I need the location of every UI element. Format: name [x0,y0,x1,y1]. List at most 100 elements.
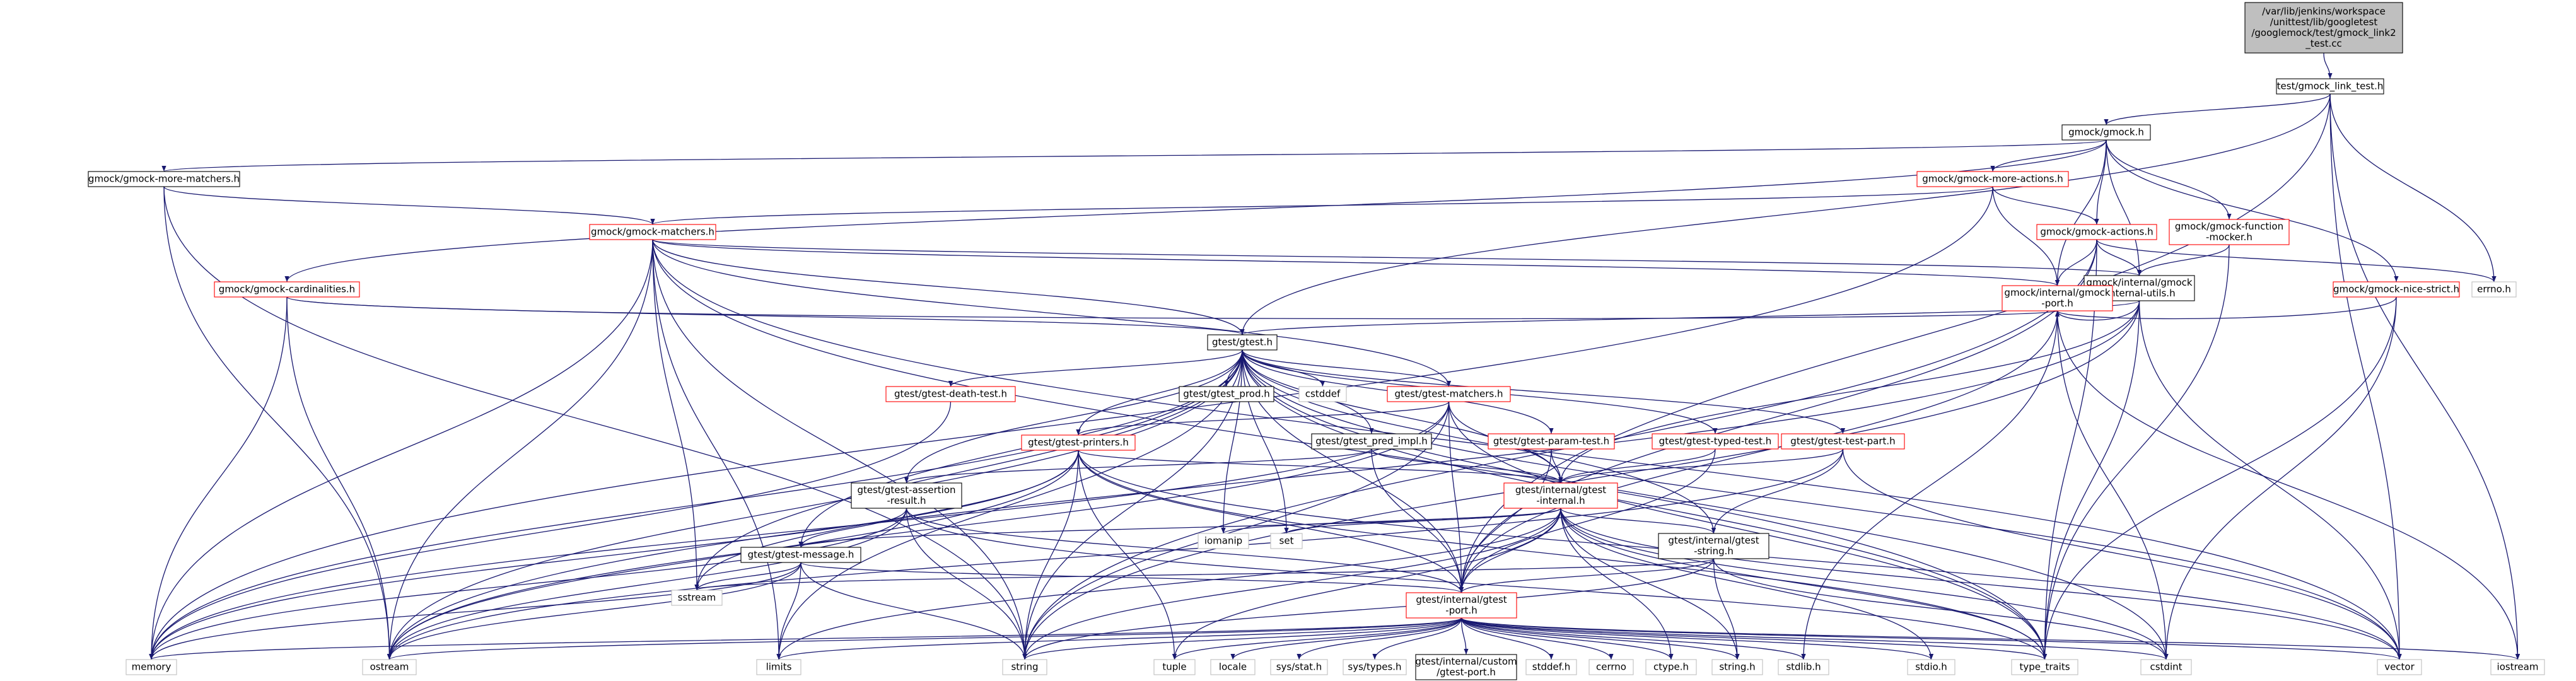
edge-gtest-port-h-to-sys-stat-h [1297,617,1462,660]
edge-gtest-port-h-to-memory [149,617,1462,660]
edge-gmock-matchers-h-to-memory [149,239,653,660]
edge-gmock-internal-utils-h-to-type-traits [2042,300,2140,660]
node-gtest-test-part-h[interactable]: gtest/gtest-test-part.h [1781,433,1905,450]
node-label: -result.h [887,495,926,506]
edge-gmock-cardinalities-h-to-ostream [286,296,392,660]
edge-gtest-port-h-to-stdio-h [1460,617,1933,660]
edge-gtest-printers-h-to-type-traits [1078,450,2048,660]
edge-gtest-message-h-to-sstream [694,562,801,591]
node-label: gtest/gtest-matchers.h [1394,388,1503,400]
node-vector[interactable]: vector [2377,659,2422,675]
node-sstream[interactable]: sstream [671,590,723,606]
node-gtest-custom-port-h[interactable]: gtest/internal/custom/gtest-port.h [1415,654,1517,680]
node-cerrno[interactable]: cerrno [1588,659,1634,675]
node-box [1711,659,1763,675]
node-gmock-actions-h[interactable]: gmock/gmock-actions.h [2036,224,2157,240]
node-cstdint[interactable]: cstdint [2140,659,2192,675]
node-gmock-matchers-h[interactable]: gmock/gmock-matchers.h [589,224,716,240]
node-set[interactable]: set [1270,533,1303,549]
node-cstddef[interactable]: cstddef [1298,386,1347,402]
edge-gtest-h-to-limits [776,349,1243,660]
node-gmock-more-actions-h[interactable]: gmock/gmock-more-actions.h [1916,171,2069,187]
edge-gtest-test-part-h-to-gtest-internal-h [1558,448,1844,484]
node-gtest-message-h[interactable]: gtest/gtest-message.h [740,547,861,563]
node-sys-stat-h[interactable]: sys/stat.h [1270,659,1328,675]
node-gtest-port-h[interactable]: gtest/internal/gtest-port.h [1406,592,1517,619]
node-gmock-internal-utils-h[interactable]: gmock/internal/gmock-internal-utils.h [2084,275,2195,301]
node-gmock-nice-strict-h[interactable]: gmock/gmock-nice-strict.h [2333,281,2460,298]
edge-gtest-assertion-result-h-to-string [906,508,1027,660]
node-box [671,590,723,606]
node-memory[interactable]: memory [125,659,177,675]
node-tuple[interactable]: tuple [1153,659,1196,675]
node-gtest-pred-impl-h[interactable]: gtest/gtest_pred_impl.h [1311,433,1432,450]
edge-gtest-assertion-result-h-to-ostream [387,508,907,660]
node-string[interactable]: string [1002,659,1047,675]
node-stddef-h[interactable]: stddef.h [1525,659,1577,675]
node-ostream[interactable]: ostream [362,659,417,675]
node-gmock-link-test-h[interactable]: test/gmock_link_test.h [2276,78,2384,95]
node-label: gtest/gtest-param-test.h [1493,436,1609,447]
node-limits[interactable]: limits [756,659,801,675]
edge-gtest-printers-h-to-tuple [1078,450,1177,660]
node-box [1021,434,1136,451]
node-box [1270,659,1328,675]
edge-gtest-typed-test-h-to-gtest-port-h [1459,448,1716,593]
edge-gtest-printers-h-to-string [1022,450,1079,660]
node-gtest-internal-h[interactable]: gtest/internal/gtest-internal.h [1503,482,1618,509]
edge-gmock-port-h-to-gtest-port-h [1459,310,2058,593]
node-locale[interactable]: locale [1210,659,1256,675]
node-label: gmock/gmock-nice-strict.h [2333,284,2459,295]
node-gmock-function-mocker-h[interactable]: gmock/gmock-function-mocker.h [2169,219,2290,245]
edge-gtest-message-h-to-memory [149,562,801,660]
edge-gtest-h-to-gtest-assertion-result-h [904,349,1243,484]
node-sys-types-h[interactable]: sys/types.h [1343,659,1407,675]
edge-gtest-string-h-to-cstdint [1713,558,2169,660]
node-label: gtest/gtest-message.h [748,549,854,561]
node-box [1343,659,1407,675]
node-gtest-matchers-h[interactable]: gtest/gtest-matchers.h [1387,386,1511,402]
node-label: /gtest-port.h [1437,666,1496,678]
node-box [88,171,240,187]
node-stdio-h[interactable]: stdio.h [1907,659,1955,675]
edge-gtest-assertion-result-h-to-memory [149,508,907,660]
edge-gmock-internal-utils-h-to-string [1022,300,2140,660]
edge-gtest-message-h-to-string [800,562,1027,660]
node-label: gmock/gmock-more-matchers.h [88,173,240,185]
edge-root-to-gmock-link-test-h [2323,52,2333,79]
node-gtest-printers-h[interactable]: gtest/gtest-printers.h [1021,434,1136,451]
node-label: gtest/gtest-assertion [857,484,955,496]
node-label: gtest/gtest-typed-test.h [1659,436,1772,447]
node-ctype-h[interactable]: ctype.h [1645,659,1697,675]
node-gtest-string-h[interactable]: gtest/internal/gtest-string.h [1658,533,1769,559]
node-stdlib-h[interactable]: stdlib.h [1778,659,1829,675]
node-type-traits[interactable]: type_traits [2011,659,2078,675]
node-iomanip[interactable]: iomanip [1198,533,1249,549]
node-gtest-param-test-h[interactable]: gtest/gtest-param-test.h [1488,433,1615,450]
node-gtest-death-test-h[interactable]: gtest/gtest-death-test.h [885,386,1016,402]
edge-gtest-port-h-to-cerrno [1460,617,1614,660]
node-root[interactable]: /var/lib/jenkins/workspace/unittest/lib/… [2244,2,2403,54]
edge-gtest-port-h-to-tuple [1172,617,1462,660]
node-box [2002,285,2113,311]
edge-gtest-h-to-type-traits [1242,349,2048,660]
node-gmock-port-h[interactable]: gmock/internal/gmock-port.h [2002,285,2113,311]
node-gmock-cardinalities-h[interactable]: gmock/gmock-cardinalities.h [214,281,360,298]
node-gtest-h[interactable]: gtest/gtest.h [1207,334,1278,351]
node-gmock-h[interactable]: gmock/gmock.h [2061,124,2151,141]
node-box [1270,533,1303,549]
node-gtest-prod-h[interactable]: gtest/gtest_prod.h [1179,386,1274,402]
node-label: gtest/gtest_pred_impl.h [1315,436,1428,448]
edge-gmock-cardinalities-h-to-gmock-port-h [286,296,2059,320]
node-label: gtest/gtest_prod.h [1183,388,1270,400]
edge-gmock-nice-strict-h-to-type-traits [2042,296,2397,660]
node-gmock-more-matchers-h[interactable]: gmock/gmock-more-matchers.h [88,171,240,187]
edge-gtest-assertion-result-h-to-gtest-port-h [906,508,1464,593]
node-string-h[interactable]: string.h [1711,659,1763,675]
node-iostream[interactable]: iostream [2490,659,2545,675]
edge-gtest-test-part-h-to-gtest-string-h [1711,448,1844,534]
node-errno-h[interactable]: errno.h [2471,281,2517,298]
node-gtest-typed-test-h[interactable]: gtest/gtest-typed-test.h [1652,433,1779,450]
edge-gtest-test-part-h-to-vector [1842,448,2402,660]
node-gtest-assertion-result-h[interactable]: gtest/gtest-assertion-result.h [851,482,962,509]
